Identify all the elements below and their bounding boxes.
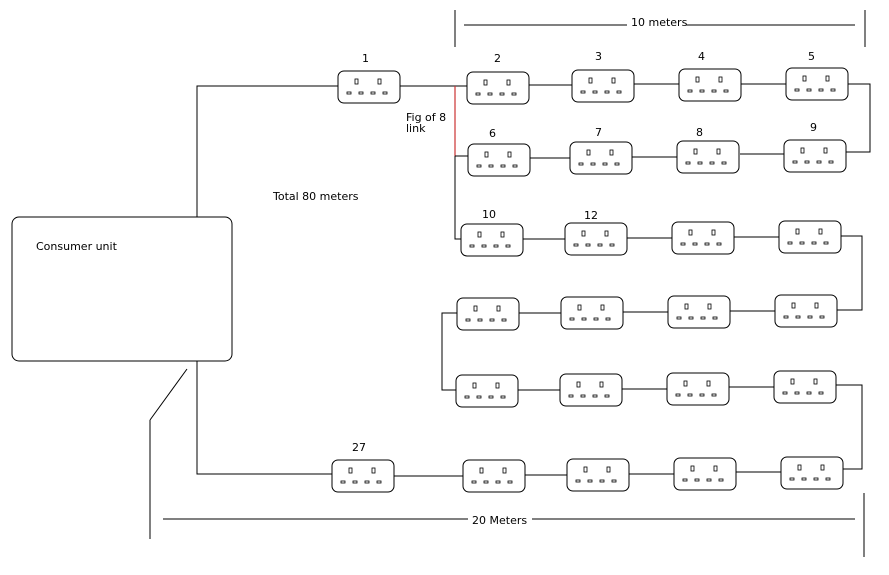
wires xyxy=(196,83,871,477)
socket-number-label: 2 xyxy=(494,52,501,65)
socket-outlet xyxy=(337,70,401,104)
socket-outlet xyxy=(564,222,628,256)
socket-outlet xyxy=(783,139,847,173)
socket-outlet xyxy=(467,143,531,177)
total-length-label: Total 80 meters xyxy=(272,190,359,203)
socket-outlet xyxy=(773,370,837,404)
socket-number-label: 27 xyxy=(352,441,366,454)
socket-number-label: 5 xyxy=(808,50,815,63)
socket-outlet xyxy=(456,297,520,331)
socket-outlet xyxy=(780,456,844,490)
socket-outlet xyxy=(462,459,526,493)
socket-number-label: 4 xyxy=(698,50,705,63)
top-dimension xyxy=(454,10,866,47)
fig8-link-label-1: Fig of 8 xyxy=(406,111,446,124)
socket-number-label: 6 xyxy=(489,127,496,140)
sockets xyxy=(331,67,849,493)
socket-number-label: 8 xyxy=(696,126,703,139)
bottom-dimension xyxy=(149,368,865,557)
socket-outlet xyxy=(460,223,524,257)
socket-outlet xyxy=(566,458,630,492)
top-dimension-label: 10 meters xyxy=(631,16,688,29)
socket-outlet xyxy=(466,71,530,105)
socket-number-label: 3 xyxy=(595,50,602,63)
consumer-unit-label: Consumer unit xyxy=(36,240,118,253)
socket-outlet xyxy=(673,457,737,491)
socket-outlet xyxy=(676,140,740,174)
socket-outlet xyxy=(560,296,624,330)
socket-number-label: 10 xyxy=(482,208,496,221)
socket-outlet xyxy=(671,221,735,255)
socket-outlet xyxy=(455,374,519,408)
socket-number-label: 9 xyxy=(810,121,817,134)
socket-outlet xyxy=(559,373,623,407)
socket-outlet xyxy=(785,67,849,101)
socket-number-label: 7 xyxy=(595,126,602,139)
socket-outlet xyxy=(571,69,635,103)
socket-outlet xyxy=(774,294,838,328)
socket-number-label: 1 xyxy=(362,52,369,65)
socket-outlet xyxy=(678,68,742,102)
socket-outlet xyxy=(569,141,633,175)
socket-outlet xyxy=(331,459,395,493)
fig8-link-label-2: link xyxy=(406,122,426,135)
bottom-dimension-label: 20 Meters xyxy=(472,514,527,527)
socket-outlet xyxy=(778,220,842,254)
socket-outlet xyxy=(666,372,730,406)
consumer-unit-box xyxy=(11,216,233,362)
socket-number-label: 12 xyxy=(584,209,598,222)
socket-outlet xyxy=(667,295,731,329)
